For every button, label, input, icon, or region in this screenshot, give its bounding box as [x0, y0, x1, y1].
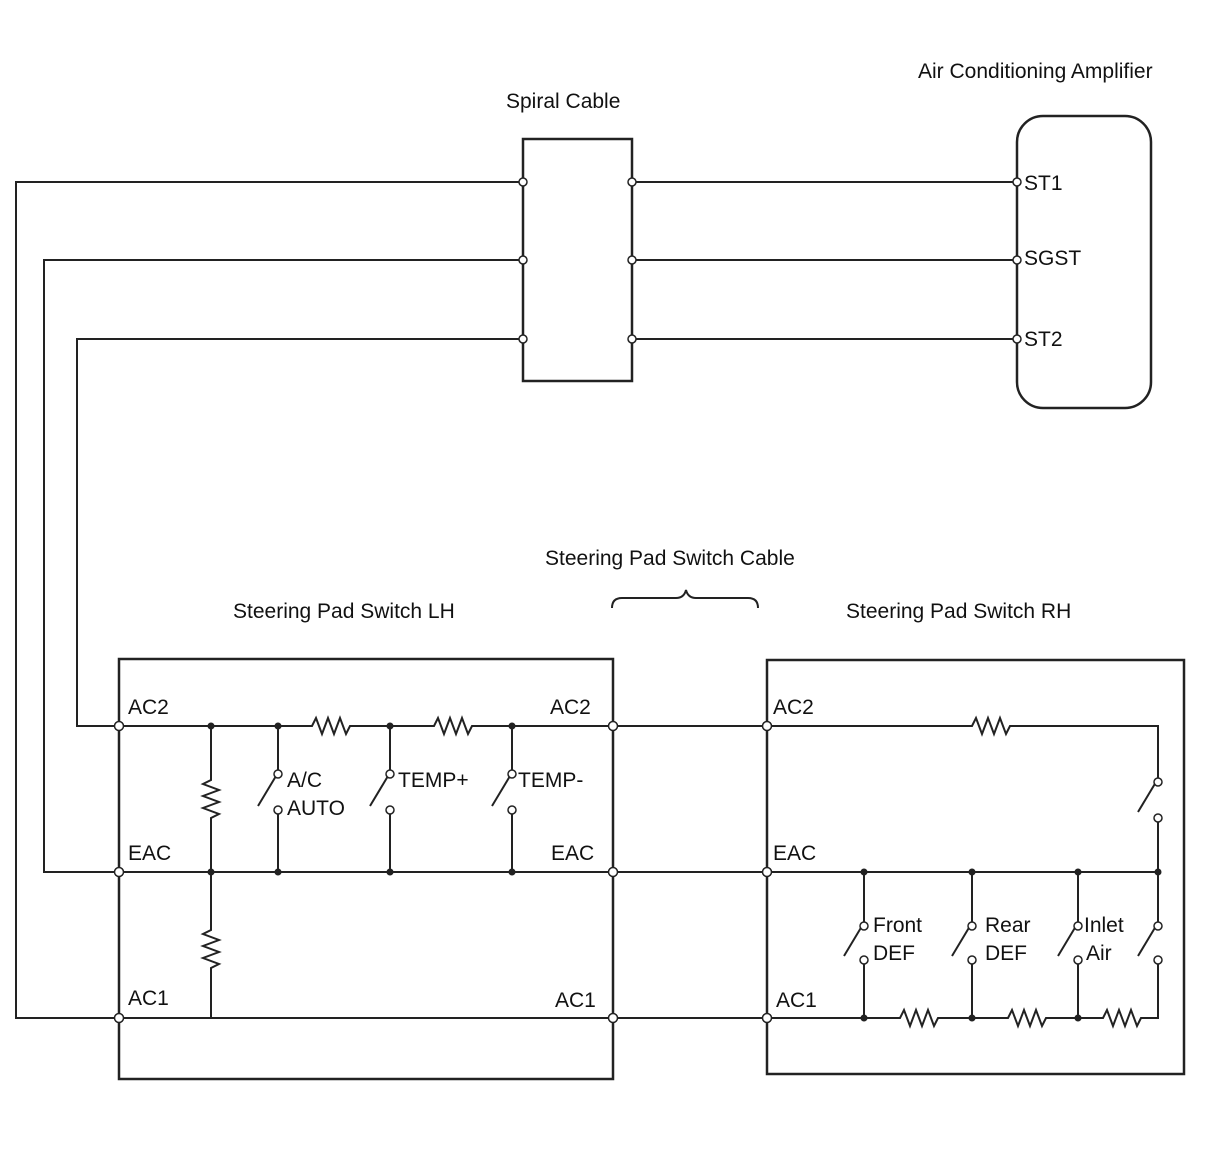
lh-pin-eac-right: EAC	[551, 842, 594, 865]
rh-switch-front-def-label: Front	[873, 914, 922, 937]
amp-pin-st1: ST1	[1024, 172, 1063, 195]
lh-resistor-eac-ac1	[200, 872, 222, 1018]
switch-rh-box	[765, 658, 1186, 1076]
junction-dot	[207, 868, 215, 876]
amp-pin-st2: ST2	[1024, 328, 1063, 351]
junction-dot	[968, 1014, 976, 1022]
rh-terminal	[761, 866, 773, 878]
spiral-cable-box	[521, 137, 634, 383]
junction-dot	[860, 1014, 868, 1022]
pad-cable-title: Steering Pad Switch Cable	[545, 547, 795, 570]
lh-terminal	[113, 1012, 125, 1024]
rh-switch-top-contact	[1153, 777, 1163, 787]
pad-cable-brace	[611, 589, 759, 609]
rh-switch-inlet-air-label: Inlet	[1084, 914, 1124, 937]
rh-ac2-rail	[767, 715, 1159, 778]
lh-terminal	[607, 866, 619, 878]
lh-pin-eac-left: EAC	[128, 842, 171, 865]
rh-pin-ac2: AC2	[773, 696, 814, 719]
spiral-terminal	[627, 334, 637, 344]
spiral-terminal	[518, 177, 528, 187]
rh-switch-right-contact	[1153, 955, 1163, 965]
rh-switch-front-def-label: DEF	[873, 942, 915, 965]
lh-switch-temp-up-contact	[385, 769, 395, 779]
rh-switch-rear-def-contact	[967, 921, 977, 931]
rh-pin-eac: EAC	[773, 842, 816, 865]
lh-switch-temp-down-contact	[507, 805, 517, 815]
junction-dot	[274, 722, 282, 730]
lh-terminal	[607, 720, 619, 732]
rh-ac1-rail	[767, 964, 1159, 1029]
rh-pin-ac1: AC1	[776, 989, 817, 1012]
junction-dot	[1074, 868, 1082, 876]
junction-dot	[1074, 1014, 1082, 1022]
switch-lh-box	[117, 657, 615, 1081]
lh-switch-temp-up-label: TEMP+	[398, 769, 469, 792]
amp-pin-sgst: SGST	[1024, 247, 1081, 270]
rh-switch-inlet-air-label: Air	[1086, 942, 1112, 965]
spiral-terminal	[518, 334, 528, 344]
lh-switch-ac-auto-blade	[257, 775, 277, 807]
wire-ac1-route	[15, 181, 523, 1019]
amp-terminal-sgst	[1012, 255, 1022, 265]
rh-switch-inlet-air-contact	[1073, 955, 1083, 965]
junction-dot	[508, 868, 516, 876]
rh-switch-front-def-contact	[859, 955, 869, 965]
spiral-terminal	[627, 255, 637, 265]
rh-switch-front-def-blade	[843, 925, 863, 957]
lh-pin-ac1-right: AC1	[555, 989, 596, 1012]
rh-switch-top-blade	[1137, 781, 1157, 813]
wire-eac-route	[43, 259, 523, 873]
lh-switch-temp-down-blade	[491, 775, 511, 807]
lh-ac2-rail	[119, 715, 767, 737]
amp-terminal-st2	[1012, 334, 1022, 344]
rh-switch-inlet-air-contact	[1073, 921, 1083, 931]
lh-resistor-ac2-eac	[200, 726, 222, 872]
wire-ac2-route	[76, 338, 523, 727]
spiral-terminal	[627, 177, 637, 187]
lh-switch-ac-auto-contact	[273, 769, 283, 779]
rh-switch-front-def-contact	[859, 921, 869, 931]
junction-dot	[386, 868, 394, 876]
amp-terminal-st1	[1012, 177, 1022, 187]
lh-switch-temp-up-blade	[369, 775, 389, 807]
rh-switch-rear-def-label: Rear	[985, 914, 1031, 937]
switch-rh-title: Steering Pad Switch RH	[846, 600, 1071, 623]
switch-lh-title: Steering Pad Switch LH	[233, 600, 455, 623]
junction-dot	[274, 868, 282, 876]
lh-terminal	[113, 866, 125, 878]
junction-dot	[968, 868, 976, 876]
lh-terminal	[607, 1012, 619, 1024]
rh-switch-rear-def-contact	[967, 955, 977, 965]
lh-switch-ac-auto-label: AUTO	[287, 797, 345, 820]
lh-switch-ac-auto-contact	[273, 805, 283, 815]
junction-dot	[860, 868, 868, 876]
junction-dot	[386, 722, 394, 730]
rh-switch-rear-def-label: DEF	[985, 942, 1027, 965]
rh-switch-top-contact	[1153, 813, 1163, 823]
rh-terminal	[761, 720, 773, 732]
lh-pin-ac1-left: AC1	[128, 987, 169, 1010]
rh-switch-right-blade	[1137, 925, 1157, 957]
junction-dot	[1154, 868, 1162, 876]
rh-switch-right-contact	[1153, 921, 1163, 931]
junction-dot	[207, 722, 215, 730]
rh-switch-inlet-air-blade	[1057, 925, 1077, 957]
rh-terminal	[761, 1012, 773, 1024]
junction-dot	[508, 722, 516, 730]
lh-terminal	[113, 720, 125, 732]
lh-switch-temp-down-contact	[507, 769, 517, 779]
spiral-terminal	[518, 255, 528, 265]
lh-pin-ac2-left: AC2	[128, 696, 169, 719]
lh-pin-ac2-right: AC2	[550, 696, 591, 719]
lh-switch-ac-auto-label: A/C	[287, 769, 322, 792]
amplifier-title: Air Conditioning Amplifier	[918, 60, 1153, 83]
lh-switch-temp-down-label: TEMP-	[518, 769, 583, 792]
spiral-cable-title: Spiral Cable	[506, 90, 620, 113]
lh-switch-temp-up-contact	[385, 805, 395, 815]
rh-switch-rear-def-blade	[951, 925, 971, 957]
